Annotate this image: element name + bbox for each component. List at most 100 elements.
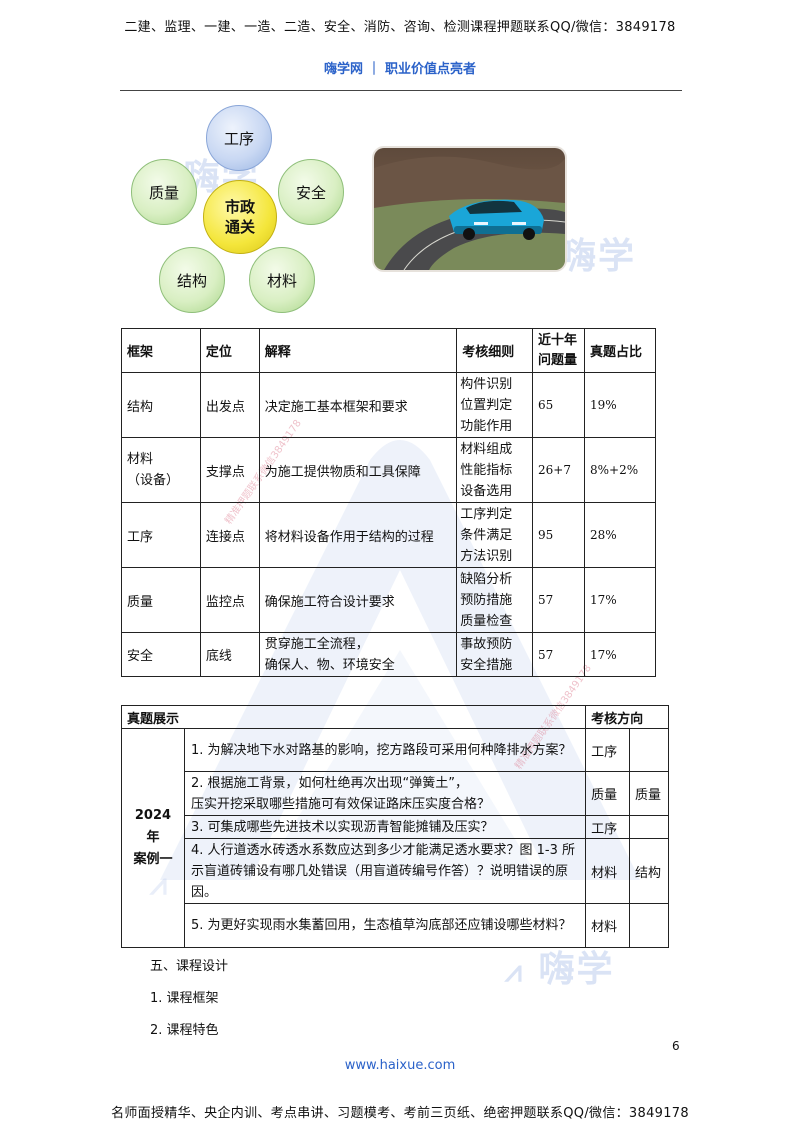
cell-frame: 结构	[121, 372, 201, 438]
header-exam-display: 真题展示	[120, 705, 587, 729]
list-item: 1. 课程框架	[150, 991, 219, 1006]
detail-line: 事故预防	[460, 636, 513, 652]
detail-line: 安全措施	[460, 657, 513, 673]
diagram-node-structure: 结构	[159, 247, 225, 313]
exam-group-label: 2024 年 案例一	[121, 728, 185, 948]
table-row: 5. 为更好实现雨水集蓄回用，生态植草沟底部还应铺设哪些材料？ 材料	[122, 903, 669, 948]
direction-cell: 工序	[585, 815, 631, 839]
diagram-node-process: 工序	[206, 105, 272, 171]
site-header: 嗨学网 ｜ 职业价值点亮者	[323, 62, 477, 77]
direction-cell: 工序	[585, 728, 631, 772]
watermark-logo: ⩘ 嗨学	[505, 949, 615, 990]
detail-line: 方法识别	[460, 548, 513, 564]
cell-frame: 工序	[121, 502, 201, 568]
header-cell: 考核细则	[456, 328, 534, 373]
table-row: 4. 人行道透水砖透水系数应达到多少才能满足透水要求？图 1-3 所示盲道砖铺设…	[122, 838, 669, 904]
watermark-logo: 嗨学	[560, 236, 637, 277]
cell-frame: 安全	[121, 632, 201, 677]
cell-position: 底线	[199, 632, 260, 677]
exam-group-year: 2024 年	[134, 808, 172, 845]
header-cell: 解释	[258, 328, 458, 373]
cell-explain: 将材料设备作用于结构的过程	[258, 502, 458, 568]
cell-details: 构件识别 位置判定 功能作用	[456, 372, 534, 438]
header-rule	[120, 90, 682, 91]
site-url[interactable]: www.haixue.com	[344, 1058, 456, 1073]
cell-explain: 决定施工基本框架和要求	[258, 372, 458, 438]
cell-position: 支撑点	[199, 437, 260, 503]
cell-position: 出发点	[199, 372, 260, 438]
table-row: 材料 （设备） 支撑点 为施工提供物质和工具保障 材料组成 性能指标 设备选用 …	[121, 437, 656, 503]
cell-ratio: 17%	[584, 567, 656, 633]
cell-details: 事故预防 安全措施	[456, 632, 534, 677]
cell-count: 26+7	[532, 437, 585, 503]
cell-details: 材料组成 性能指标 设备选用	[456, 437, 534, 503]
detail-line: 位置判定	[460, 397, 513, 413]
question-text: 4. 人行道透水砖透水系数应达到多少才能满足透水要求？图 1-3 所示盲道砖铺设…	[183, 838, 587, 904]
question-text: 3. 可集成哪些先进技术以实现沥青智能摊铺及压实？	[183, 815, 587, 839]
list-item: 2. 课程特色	[150, 1023, 219, 1038]
cell-count: 95	[532, 502, 585, 568]
table-row: 2024 年 案例一 1. 为解决地下水对路基的影响，挖方路段可采用何种降排水方…	[121, 728, 669, 948]
top-banner: 二建、监理、一建、一造、二造、安全、消防、咨询、检测课程押题联系QQ/微信：38…	[124, 20, 676, 35]
header-cell: 近十年 问题量	[532, 328, 585, 373]
direction-cell	[629, 815, 669, 839]
detail-line: 构件识别	[460, 376, 513, 392]
section-title: 五、课程设计	[150, 959, 229, 974]
table-row: 结构 出发点 决定施工基本框架和要求 构件识别 位置判定 功能作用 65 19%	[121, 372, 656, 438]
table-row: 质量 监控点 确保施工符合设计要求 缺陷分析 预防措施 质量检查 57 17%	[121, 567, 656, 633]
cell-explain: 确保施工符合设计要求	[258, 567, 458, 633]
cell-ratio: 19%	[584, 372, 656, 438]
framework-table: 框架 定位 解释 考核细则 近十年 问题量 真题占比 结构 出发点 决定施工基本…	[121, 328, 656, 677]
cell-explain: 为施工提供物质和工具保障	[258, 437, 458, 503]
diagram-node-safety: 安全	[278, 159, 344, 225]
table-row: 3. 可集成哪些先进技术以实现沥青智能摊铺及压实？ 工序	[122, 815, 669, 839]
cell-details: 工序判定 条件满足 方法识别	[456, 502, 534, 568]
table-header-row: 真题展示 考核方向	[120, 705, 669, 729]
detail-line: 材料组成	[460, 441, 513, 457]
detail-line: 缺陷分析	[460, 571, 513, 587]
question-text: 2. 根据施工背景，如何杜绝再次出现“弹簧土”， 压实开挖采取哪些措施可有效保证…	[183, 771, 587, 816]
header-cell: 定位	[199, 328, 260, 373]
exam-question-table: 真题展示 考核方向 2024 年 案例一 1. 为解决地下水对路基的影响，挖方路…	[120, 705, 669, 948]
question-text: 1. 为解决地下水对路基的影响，挖方路段可采用何种降排水方案？	[183, 728, 587, 772]
cell-frame: 材料 （设备）	[121, 437, 201, 503]
exam-group-case: 案例一	[133, 852, 173, 867]
cell-position: 监控点	[199, 567, 260, 633]
cell-count: 57	[532, 632, 585, 677]
direction-cell: 结构	[629, 838, 669, 904]
detail-line: 性能指标	[460, 462, 513, 478]
cell-details: 缺陷分析 预防措施 质量检查	[456, 567, 534, 633]
diagram-node-quality: 质量	[131, 159, 197, 225]
header-cell: 真题占比	[584, 328, 656, 373]
detail-line: 条件满足	[460, 527, 513, 543]
direction-cell: 材料	[585, 903, 631, 948]
detail-line: 工序判定	[460, 506, 513, 522]
question-text: 5. 为更好实现雨水集蓄回用，生态植草沟底部还应铺设哪些材料？	[183, 903, 587, 948]
diagram-node-material: 材料	[249, 247, 315, 313]
direction-cell: 质量	[585, 771, 631, 816]
cell-position: 连接点	[199, 502, 260, 568]
header-exam-direction: 考核方向	[585, 705, 669, 729]
cell-explain: 贯穿施工全流程， 确保人、物、环境安全	[258, 632, 458, 677]
table-row: 安全 底线 贯穿施工全流程， 确保人、物、环境安全 事故预防 安全措施 57 1…	[121, 632, 656, 677]
direction-cell	[629, 903, 669, 948]
course-framework-diagram: 工序 安全 材料 结构 质量 市政 通关	[128, 105, 350, 327]
diagram-center: 市政 通关	[203, 180, 277, 254]
cell-count: 65	[532, 372, 585, 438]
detail-line: 设备选用	[460, 483, 513, 499]
car-photo	[374, 148, 565, 270]
detail-line: 功能作用	[460, 418, 513, 434]
cell-ratio: 17%	[584, 632, 656, 677]
direction-cell: 材料	[585, 838, 631, 904]
table-row: 工序 连接点 将材料设备作用于结构的过程 工序判定 条件满足 方法识别 95 2…	[121, 502, 656, 568]
direction-cell: 质量	[629, 771, 669, 816]
cell-ratio: 28%	[584, 502, 656, 568]
header-cell: 框架	[121, 328, 201, 373]
cell-count: 57	[532, 567, 585, 633]
cell-ratio: 8%+2%	[584, 437, 656, 503]
page-number: 6	[672, 1039, 680, 1053]
table-header-row: 框架 定位 解释 考核细则 近十年 问题量 真题占比	[121, 328, 656, 373]
diagram-center-line1: 市政	[224, 198, 255, 216]
detail-line: 预防措施	[460, 592, 513, 608]
diagram-center-line2: 通关	[224, 218, 255, 236]
